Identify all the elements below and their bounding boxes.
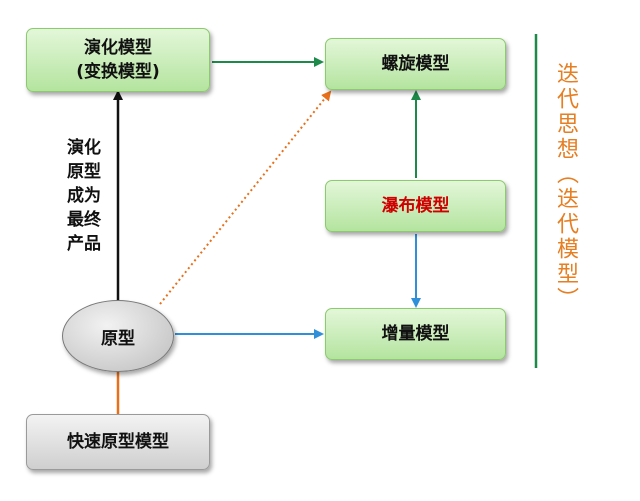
evolution-model-box: 演化模型 (变换模型): [26, 28, 210, 92]
spiral-model-box: 螺旋模型: [325, 38, 506, 90]
rapid-prototype-model-box: 快速原型模型: [26, 414, 210, 470]
edge-label-line: 产品: [67, 234, 101, 254]
spiral-model-label: 螺旋模型: [381, 54, 450, 74]
edge-label-line: 原型: [67, 162, 101, 182]
arrow-prototype-to-spiral: [159, 90, 332, 305]
incremental-model-box: 增量模型: [325, 308, 506, 360]
evolution-model-subtitle: (变换模型): [76, 62, 160, 82]
incremental-model-label: 增量模型: [381, 324, 450, 344]
edge-label-evolve-prototype: 演化 原型 成为 最终 产品: [64, 136, 104, 256]
edge-label-line: 演化: [67, 138, 101, 158]
iterative-thinking-label: 迭代思想（迭代模型）: [553, 62, 578, 312]
edge-label-line: 成为: [67, 186, 101, 206]
evolution-model-title: 演化模型: [84, 38, 152, 58]
edge-label-line: 最终: [67, 210, 101, 230]
waterfall-model-box: 瀑布模型: [325, 180, 506, 232]
prototype-ellipse: 原型: [62, 300, 174, 372]
waterfall-model-label: 瀑布模型: [381, 196, 450, 216]
prototype-label: 原型: [101, 328, 135, 349]
rapid-prototype-model-label: 快速原型模型: [67, 432, 169, 452]
